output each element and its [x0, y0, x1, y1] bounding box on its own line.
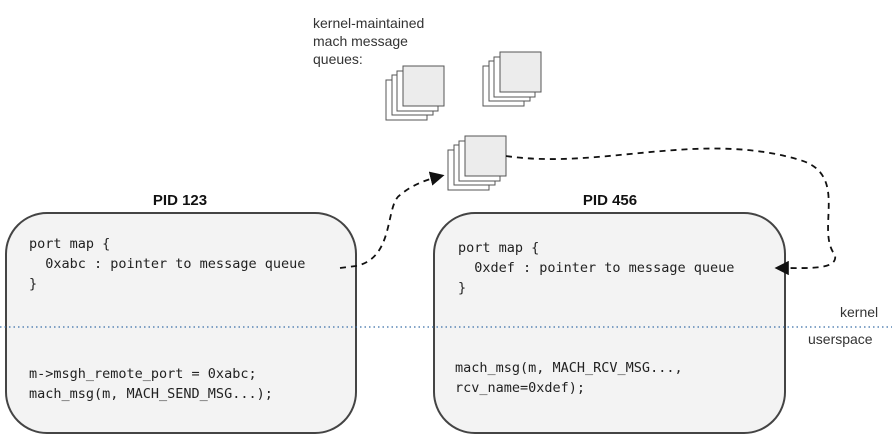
queue-stack-3 — [447, 135, 507, 191]
user-code-pid-456: mach_msg(m, MACH_RCV_MSG..., rcv_name=0x… — [455, 360, 683, 396]
kernel-label: kernel — [840, 304, 879, 320]
queue-stack-1 — [385, 65, 445, 121]
send-arrow — [339, 171, 445, 269]
port-map-pid-123: port map { 0xabc : pointer to message qu… — [29, 236, 306, 292]
queues-label: kernel-maintained mach message queues: — [313, 15, 425, 67]
port-map-pid-456: port map { 0xdef : pointer to message qu… — [458, 240, 735, 296]
process-box-pid-123 — [5, 212, 357, 434]
queue-stack-2 — [482, 51, 542, 107]
process-title-pid-123: PID 123 — [152, 192, 208, 209]
user-code-pid-123: m->msgh_remote_port = 0xabc; mach_msg(m,… — [29, 366, 273, 402]
userspace-label: userspace — [808, 331, 873, 347]
process-box-pid-456 — [433, 212, 786, 434]
process-title-pid-456: PID 456 — [582, 192, 638, 209]
